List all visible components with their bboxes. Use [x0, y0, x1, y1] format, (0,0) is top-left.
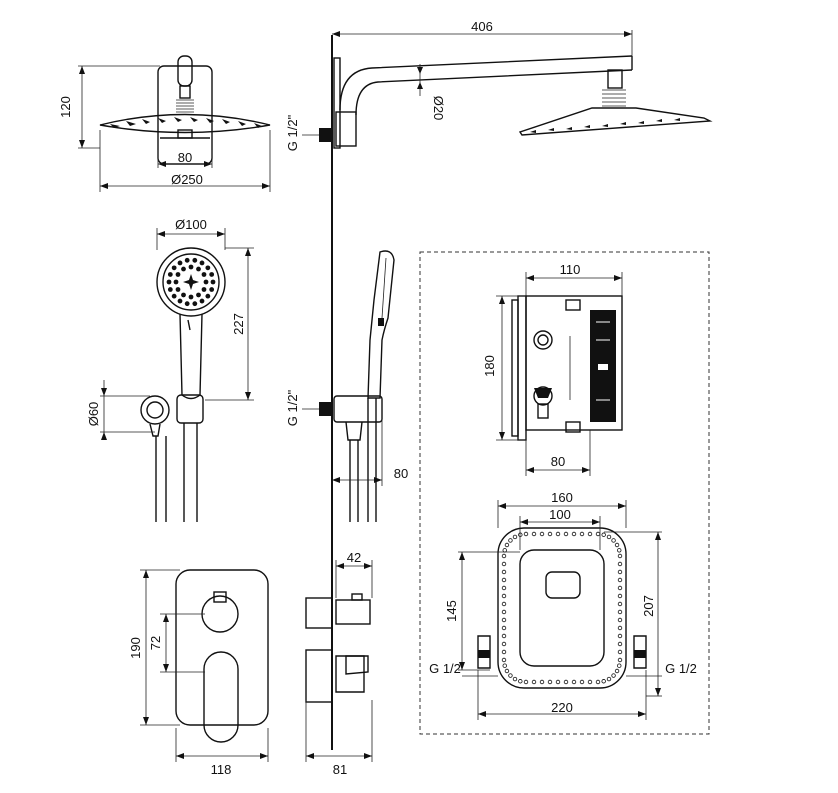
dim-thread-mid: G 1/2" [285, 389, 300, 426]
dim-arm-length: 406 [471, 19, 493, 34]
dim-frame-inner-width: 100 [549, 507, 571, 522]
dim-holder-depth: 80 [394, 466, 408, 481]
dim-frame-height-145: 145 [444, 600, 459, 622]
dim-frame-outer-width: 160 [551, 490, 573, 505]
dim-side-depth-bottom: 81 [333, 762, 347, 777]
dim-frame-height-207: 207 [641, 595, 656, 617]
dim-thread-right: G 1/2 [665, 661, 697, 676]
dim-side-depth-top: 42 [347, 550, 361, 565]
valve-frame-front-view [458, 500, 662, 720]
hand-shower-view [100, 228, 254, 522]
hand-shower-nozzles [166, 257, 216, 307]
mixer-plate-front-view [140, 569, 269, 762]
dim-knob-offset: 72 [148, 636, 163, 650]
shower-head-front-view [78, 55, 271, 192]
dim-hand-diameter: Ø100 [175, 217, 207, 232]
dim-holder-diameter: Ø60 [86, 402, 101, 427]
dim-plate-width: 118 [211, 762, 232, 777]
dim-box-width: 110 [560, 262, 581, 277]
dim-head-diameter: Ø250 [171, 172, 203, 187]
dim-head-height: 120 [58, 96, 73, 118]
dim-thread-left: G 1/2 [429, 661, 461, 676]
dim-thread-top: G 1/2" [285, 114, 300, 151]
dim-arm-diameter: Ø20 [431, 96, 446, 121]
dim-hand-length: 227 [231, 313, 246, 335]
dim-box-depth: 80 [551, 454, 565, 469]
riser-side-view [302, 30, 713, 762]
dim-head-base-width: 80 [178, 150, 192, 165]
dim-plate-height: 190 [128, 637, 143, 659]
dim-box-height: 180 [482, 355, 497, 377]
dim-frame-base-width: 220 [551, 700, 573, 715]
valve-body-side-view [496, 272, 623, 476]
